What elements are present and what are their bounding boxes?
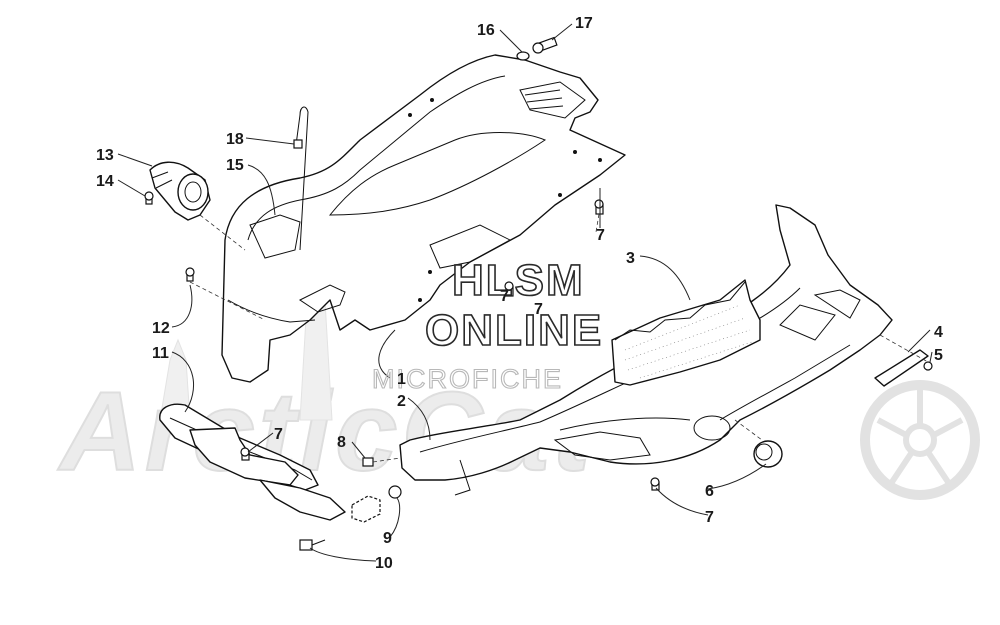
callout-9: 9 <box>383 530 392 547</box>
seal-boot-part <box>149 161 211 221</box>
lower-pan-part <box>399 204 893 496</box>
callout-17: 17 <box>575 15 593 32</box>
callout-12: 12 <box>152 320 170 337</box>
assembly-lines <box>189 213 929 463</box>
callout-4: 4 <box>934 324 943 341</box>
screw-14 <box>144 191 154 205</box>
callout-7d: 7 <box>705 509 714 526</box>
callout-10: 10 <box>375 555 393 572</box>
callout-14: 14 <box>96 173 114 190</box>
screw-7d <box>650 477 660 491</box>
watermark-online: ONLINE <box>425 306 603 355</box>
callout-labels: 1 2 3 4 5 6 7 7 7 7 7 8 9 10 11 12 13 14… <box>96 15 943 572</box>
screw-7c <box>240 447 250 461</box>
watermark-hlsm: HLSM <box>452 256 585 305</box>
callout-13: 13 <box>96 147 114 164</box>
rivet-8 <box>362 457 374 467</box>
callout-7b: 7 <box>534 301 543 318</box>
callout-16: 16 <box>477 22 495 39</box>
screw-7a <box>594 199 604 215</box>
nut-9 <box>351 485 402 523</box>
foam-pad-part <box>611 279 761 386</box>
callout-8: 8 <box>337 434 346 451</box>
callout-7c: 7 <box>274 426 283 443</box>
wheel-watermark-icon <box>860 380 980 500</box>
callout-11: 11 <box>152 345 169 362</box>
screw-17 <box>532 36 558 54</box>
callout-7e: 7 <box>500 288 509 305</box>
leader-lines <box>117 23 933 562</box>
callout-2: 2 <box>397 393 406 410</box>
callout-6: 6 <box>705 483 714 500</box>
washer-16 <box>516 51 530 61</box>
screw-5 <box>923 361 933 371</box>
reflector-plate-part <box>874 349 929 387</box>
screw-12 <box>185 267 195 282</box>
plug-part <box>753 440 783 468</box>
callout-7a: 7 <box>596 227 605 244</box>
callout-5: 5 <box>934 347 943 364</box>
callout-18: 18 <box>226 131 244 148</box>
callout-15: 15 <box>226 157 244 174</box>
bolt-10 <box>299 539 326 551</box>
callout-1: 1 <box>397 371 406 388</box>
watermark-microfiche: MICROFICHE <box>372 364 563 394</box>
callout-3: 3 <box>626 250 635 267</box>
upper-pan-part <box>221 54 626 383</box>
screw-7b <box>504 281 514 297</box>
